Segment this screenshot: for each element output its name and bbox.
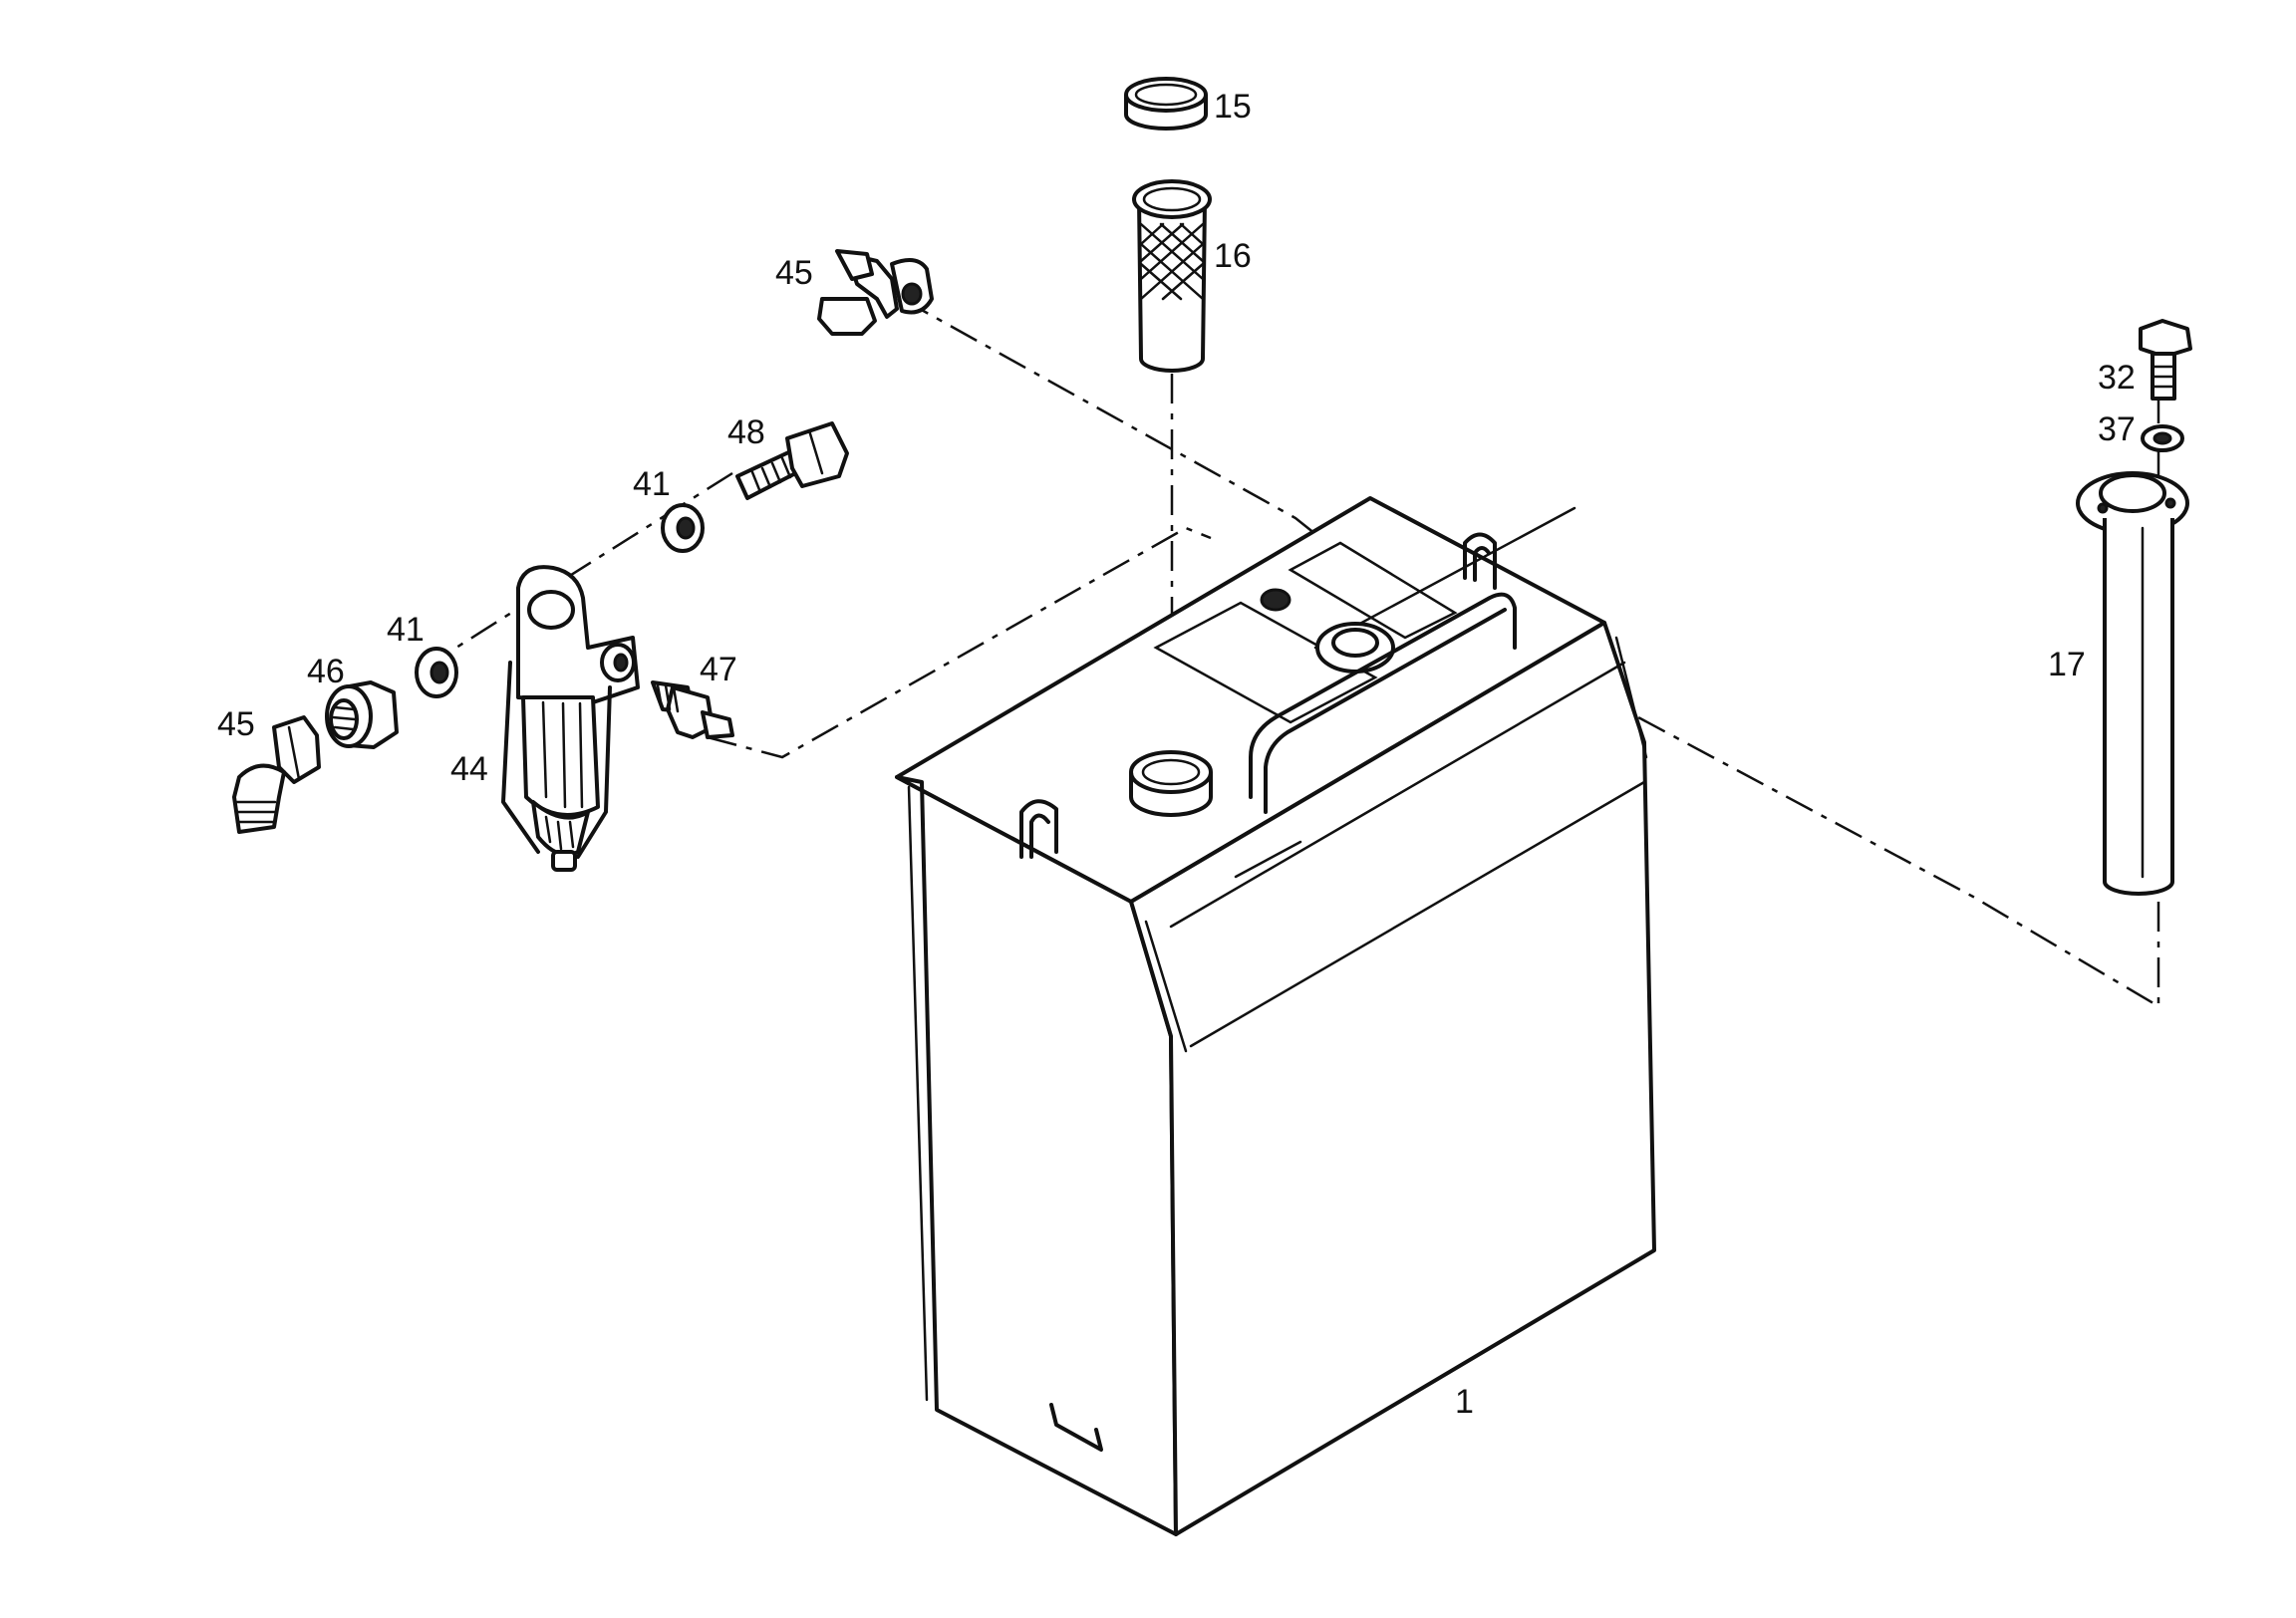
callout-tank: 1 <box>1455 1383 1474 1421</box>
assembly-line-sender-to-tank <box>1414 596 2160 1009</box>
sealing-ring-upper <box>661 503 705 553</box>
filler-strainer <box>1132 179 1212 373</box>
union-nut <box>325 680 399 749</box>
callout-elbow-45-upper: 45 <box>775 254 813 292</box>
callout-bolt-32: 32 <box>2098 359 2136 397</box>
callout-union-47: 47 <box>700 651 737 688</box>
fuel-tank <box>895 496 1656 1536</box>
callout-elbow-45-lower: 45 <box>217 705 255 743</box>
callout-seal-41-upper: 41 <box>633 465 671 503</box>
callout-strainer: 16 <box>1214 237 1252 275</box>
callout-seal-41-lower: 41 <box>387 611 425 649</box>
sealing-ring-lower <box>415 647 458 698</box>
callout-filter: 44 <box>450 750 488 788</box>
callout-banjo-bolt-48: 48 <box>727 413 765 451</box>
filler-cap <box>1124 77 1208 131</box>
callout-sender: 17 <box>2048 646 2086 683</box>
callout-washer-37: 37 <box>2098 410 2136 448</box>
callout-nut-46: 46 <box>307 653 345 690</box>
fuel-level-sender <box>2076 471 2189 896</box>
callout-labels: 1 15 16 17 32 37 41 41 44 45 45 46 47 48 <box>217 88 2136 1421</box>
callout-cap: 15 <box>1214 88 1252 126</box>
assembly-line-bolt-to-filter <box>447 471 733 655</box>
hex-bolt <box>2139 319 2192 401</box>
elbow-fitting-lower <box>232 715 321 834</box>
lock-washer <box>2141 424 2184 452</box>
banjo-bolt <box>735 421 849 500</box>
fuel-filter <box>501 565 640 872</box>
union-fitting <box>651 680 734 739</box>
elbow-fitting-upper <box>817 249 934 336</box>
